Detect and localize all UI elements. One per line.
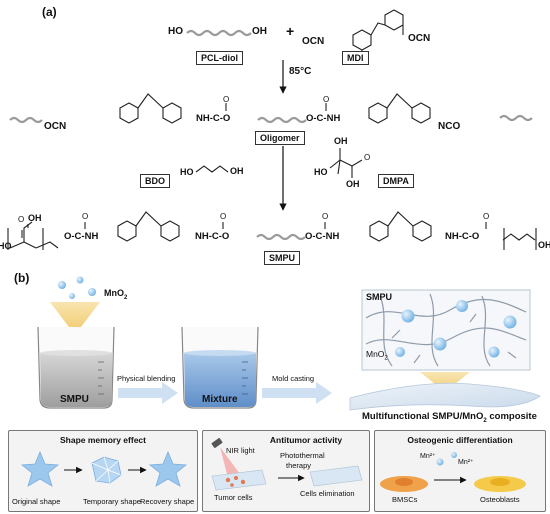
mdi-label: MDI [342, 51, 369, 66]
smpu-carbonyl-3: O [322, 212, 329, 221]
mixture-beaker-label: Mixture [202, 394, 238, 405]
panel-a-label: (a) [42, 5, 57, 19]
composite-film [349, 382, 541, 411]
temporary-shape-label: Temporary shape [83, 497, 141, 506]
smpu-urethane-4: NH-C-O [445, 231, 480, 242]
bdo-structure [195, 165, 229, 173]
clean-film-icon [309, 465, 363, 487]
therapy-label: therapy [286, 461, 312, 470]
ion-icon-1 [436, 458, 444, 466]
original-star-icon [20, 450, 60, 487]
recovery-shape-label: Recovery shape [140, 497, 195, 506]
oligomer-ocn: OCN [44, 121, 67, 132]
plus-sign: + [286, 23, 295, 39]
smpu-acid-oh: OH [28, 213, 42, 223]
network-mno2-label: MnO2 [366, 349, 388, 362]
composite-label: Multifunctional SMPU/MnO2 composite [362, 411, 537, 424]
oligomer-urethane-left: NH-C-O [196, 113, 231, 124]
flow-arrow-2 [262, 382, 332, 404]
cells-elimination-label: Cells elimination [300, 489, 355, 498]
physical-blending-label: Physical blending [117, 374, 176, 383]
original-shape-label: Original shape [12, 497, 61, 506]
dmpa-oh-bottom: OH [346, 179, 360, 189]
mdi-ocn-right: OCN [408, 33, 431, 44]
oligomer-structure [9, 93, 533, 124]
smpu-urethane-3: O-C-NH [305, 231, 340, 242]
dmpa-ho: HO [314, 167, 328, 177]
pcl-diol-chain [186, 29, 252, 37]
oligomer-urethane-right: O-C-NH [306, 113, 341, 124]
smpu-beaker-label: SMPU [60, 394, 89, 405]
smpu-acid-o: O [18, 215, 25, 224]
pcl-ho: HO [168, 26, 183, 37]
oligomer-nco: NCO [438, 121, 461, 132]
flow-arrow-1 [118, 382, 178, 404]
mn-ion-label-2: Mn²⁺ [458, 459, 474, 466]
temporary-shape-icon [91, 456, 122, 484]
recovery-star-icon [148, 450, 188, 487]
oligomer-carbonyl-right: O [323, 95, 330, 104]
mdi-ocn-left: OCN [302, 36, 325, 47]
dmpa-label: DMPA [378, 174, 414, 189]
mno2-cone [50, 302, 100, 335]
dmpa-structure [329, 148, 363, 178]
composite-cone [420, 372, 470, 392]
bdo-ho: HO [180, 167, 194, 177]
oligomer-label: Oligomer [255, 131, 305, 146]
smpu-beaker [37, 326, 115, 409]
smpu-urethane-2: NH-C-O [195, 231, 230, 242]
bdo-label: BDO [140, 174, 170, 189]
osteoblasts-label: Osteoblasts [480, 495, 520, 504]
pcl-diol-label: PCL-diol [196, 51, 243, 66]
nir-light-label: NIR light [226, 446, 255, 455]
osteogenic-panel: Osteogenic differentiation [374, 430, 546, 512]
osteogenic-title: Osteogenic differentiation [407, 435, 513, 445]
dmpa-oh-top: OH [334, 136, 348, 146]
smpu-carbonyl-2: O [220, 212, 227, 221]
network-box [361, 289, 531, 371]
pcl-oh: OH [252, 26, 267, 37]
smpu-oh-end: OH [538, 240, 550, 250]
smpu-carbonyl-1: O [82, 212, 89, 221]
osteoblast-icon [474, 476, 526, 492]
temperature-label: 85°C [289, 66, 312, 77]
bmscs-label: BMSCs [392, 495, 418, 504]
ion-icon-2 [451, 452, 457, 458]
tumor-cells-label: Tumor cells [214, 493, 253, 502]
oligomer-carbonyl-left: O [223, 95, 230, 104]
shape-memory-title: Shape memory effect [60, 435, 146, 445]
smpu-ho: HO [0, 241, 12, 251]
bdo-oh: OH [230, 166, 244, 176]
network-smpu-label: SMPU [366, 292, 393, 302]
smpu-urethane-1: O-C-NH [64, 231, 99, 242]
nir-laser-icon [211, 438, 240, 478]
mixture-beaker [181, 326, 259, 409]
antitumor-title: Antitumor activity [269, 435, 343, 445]
bmsc-icon [380, 476, 428, 492]
smpu-structure [7, 211, 537, 250]
panel-b-label: (b) [14, 271, 30, 285]
smpu-carbonyl-4: O [483, 212, 490, 221]
dmpa-o: O [364, 153, 371, 162]
mn-ion-label-1: Mn²⁺ [420, 453, 436, 460]
smpu-label: SMPU [264, 251, 301, 266]
mold-casting-label: Mold casting [272, 374, 315, 383]
tumor-cells-icon [211, 469, 267, 491]
photothermal-label: Photothermal [280, 451, 325, 460]
mno2-spheres [58, 276, 96, 299]
mno2-label: MnO2 [104, 288, 128, 301]
